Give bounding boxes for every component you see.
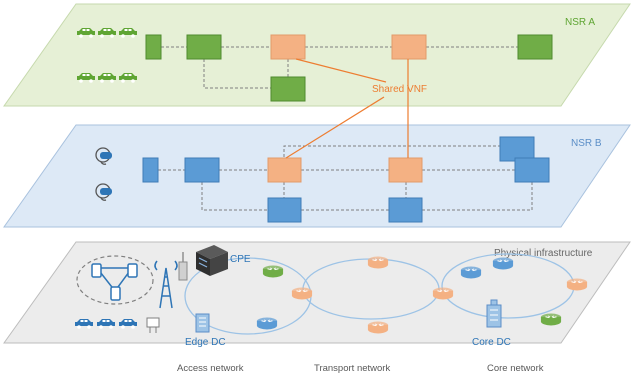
router-icon bbox=[432, 287, 454, 300]
vnf-node bbox=[145, 34, 162, 60]
router-icon bbox=[367, 321, 389, 334]
vnf-node bbox=[388, 197, 423, 223]
drone-icon bbox=[91, 263, 102, 278]
core-network-label: Core network bbox=[487, 363, 544, 374]
vnf-node bbox=[499, 136, 535, 162]
nsr-a-label: NSR A bbox=[565, 17, 595, 28]
vnf-node bbox=[270, 76, 306, 102]
shared-vnf-label: Shared VNF bbox=[372, 84, 427, 95]
vnf-node bbox=[186, 34, 222, 60]
shared-vnf-node bbox=[388, 157, 423, 183]
shared-vnf-node bbox=[391, 34, 427, 60]
building-icon bbox=[195, 313, 210, 333]
vnf-node bbox=[267, 197, 302, 223]
router-icon bbox=[540, 313, 562, 326]
nsr-a-links bbox=[161, 46, 518, 89]
nsr-b-nodes bbox=[142, 136, 550, 223]
router-icon bbox=[262, 265, 284, 278]
edge-dc-label: Edge DC bbox=[185, 337, 226, 348]
shared-vnf-node bbox=[270, 34, 306, 60]
drone-cluster bbox=[76, 255, 154, 305]
nsr-b-links bbox=[158, 145, 533, 211]
display-icon bbox=[146, 317, 160, 333]
nsr-b-label: NSR B bbox=[571, 138, 602, 149]
nsr-a-nodes bbox=[145, 34, 553, 102]
building-icon bbox=[486, 299, 502, 328]
cpe-label: CPE bbox=[230, 254, 251, 265]
router-icon bbox=[367, 256, 389, 269]
vnf-node bbox=[514, 157, 550, 183]
transport-network-label: Transport network bbox=[314, 363, 390, 374]
vnf-node bbox=[142, 157, 159, 183]
vnf-node bbox=[517, 34, 553, 60]
shared-vnf-node bbox=[267, 157, 302, 183]
drone-icon bbox=[127, 263, 138, 278]
server-icon bbox=[196, 245, 228, 276]
router-icon bbox=[460, 266, 482, 279]
antenna-icon bbox=[178, 252, 188, 281]
nsr-a-layer: NSR A bbox=[3, 3, 631, 107]
router-icon bbox=[566, 278, 588, 291]
access-network-label: Access network bbox=[177, 363, 244, 374]
drone-icon bbox=[110, 286, 121, 301]
router-icon bbox=[256, 317, 278, 330]
nsr-a-plane bbox=[3, 3, 631, 107]
physical-layer-label: Physical infrastructure bbox=[494, 248, 593, 259]
core-dc-label: Core DC bbox=[472, 337, 511, 348]
cell-tower-icon bbox=[154, 260, 178, 309]
nsr-b-layer: NSR B bbox=[3, 124, 631, 228]
vnf-node bbox=[184, 157, 220, 183]
physical-layer: Physical infrastructure bbox=[3, 241, 631, 348]
nsr-b-plane bbox=[3, 124, 631, 228]
router-icon bbox=[492, 257, 514, 270]
drone-group-outline bbox=[76, 255, 154, 305]
shared-vnf-connectors bbox=[285, 58, 409, 159]
router-icon bbox=[291, 287, 313, 300]
